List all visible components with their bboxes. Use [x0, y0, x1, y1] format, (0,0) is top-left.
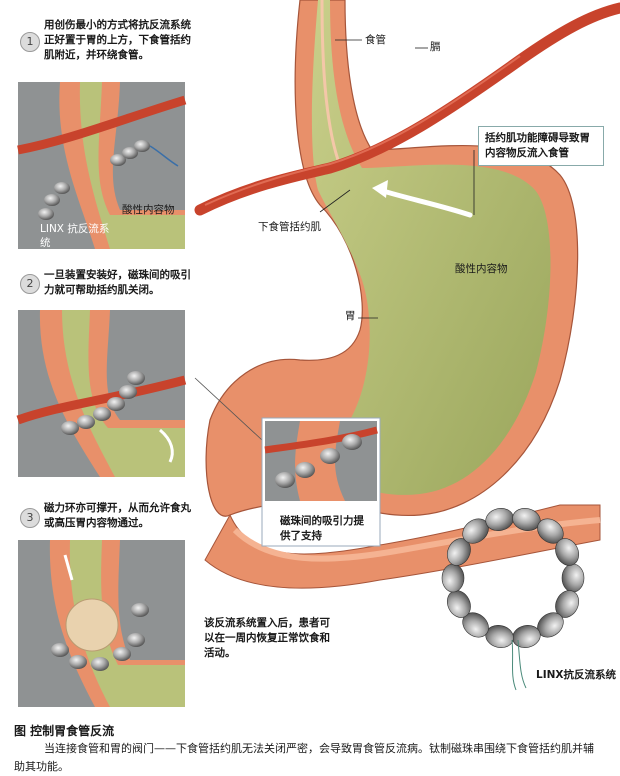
step-2-text: 一旦装置安装好，磁珠间的吸引力就可帮助括约肌关闭。 — [44, 269, 191, 296]
panel-3-image — [18, 540, 185, 707]
step-1-number: 1 — [20, 32, 40, 52]
magnet-callout: 磁珠间的吸引力提供了支持 — [280, 515, 364, 542]
figure-caption: 当连接食管和胃的阀门——下食管括约肌无法关闭严密，会导致胃食管反流病。钛制磁珠串… — [14, 742, 594, 773]
panel1-acid-label: 酸性内容物 — [122, 204, 175, 216]
stomach-diagram — [194, 0, 620, 589]
linx-bead — [441, 563, 465, 593]
panel-2-image — [16, 310, 187, 477]
linx-ring — [441, 508, 585, 648]
linx-ring-label: LINX抗反流系统 — [536, 669, 616, 681]
magnet-inset — [261, 417, 381, 547]
recovery-note: 该反流系统置入后，患者可以在一周内恢复正常饮食和活动。 — [204, 617, 330, 659]
linx-bead — [555, 538, 580, 566]
stomach-lumen — [311, 0, 551, 495]
diaphragm-artery — [194, 2, 620, 216]
linx-bead — [561, 563, 585, 593]
esophagus-label: 食管 — [365, 34, 386, 46]
reflux-arrow — [377, 187, 473, 218]
lower-sphincter-label: 下食管括约肌 — [258, 221, 321, 233]
diaphragm-label: 膈 — [430, 41, 441, 53]
step-3-text: 磁力环亦可撑开，从而允许食丸或高压胃内容物通过。 — [44, 502, 191, 529]
step-1-text: 用创伤最小的方式将抗反流系统正好置于胃的上方，下食管括约肌附近，并环绕食管。 — [44, 19, 191, 61]
step-2-number: 2 — [20, 274, 40, 294]
panel1-linx-label: LINX 抗反流系统 — [40, 223, 110, 249]
panel-1-image — [17, 82, 187, 249]
acid-contents-label: 酸性内容物 — [455, 263, 508, 275]
step-3-number: 3 — [20, 508, 40, 528]
reflux-callout: 括约肌功能障碍导致胃内容物反流入食管 — [478, 126, 604, 166]
figure-title: 图 控制胃食管反流 — [14, 724, 115, 738]
stomach-label: 胃 — [345, 310, 356, 322]
